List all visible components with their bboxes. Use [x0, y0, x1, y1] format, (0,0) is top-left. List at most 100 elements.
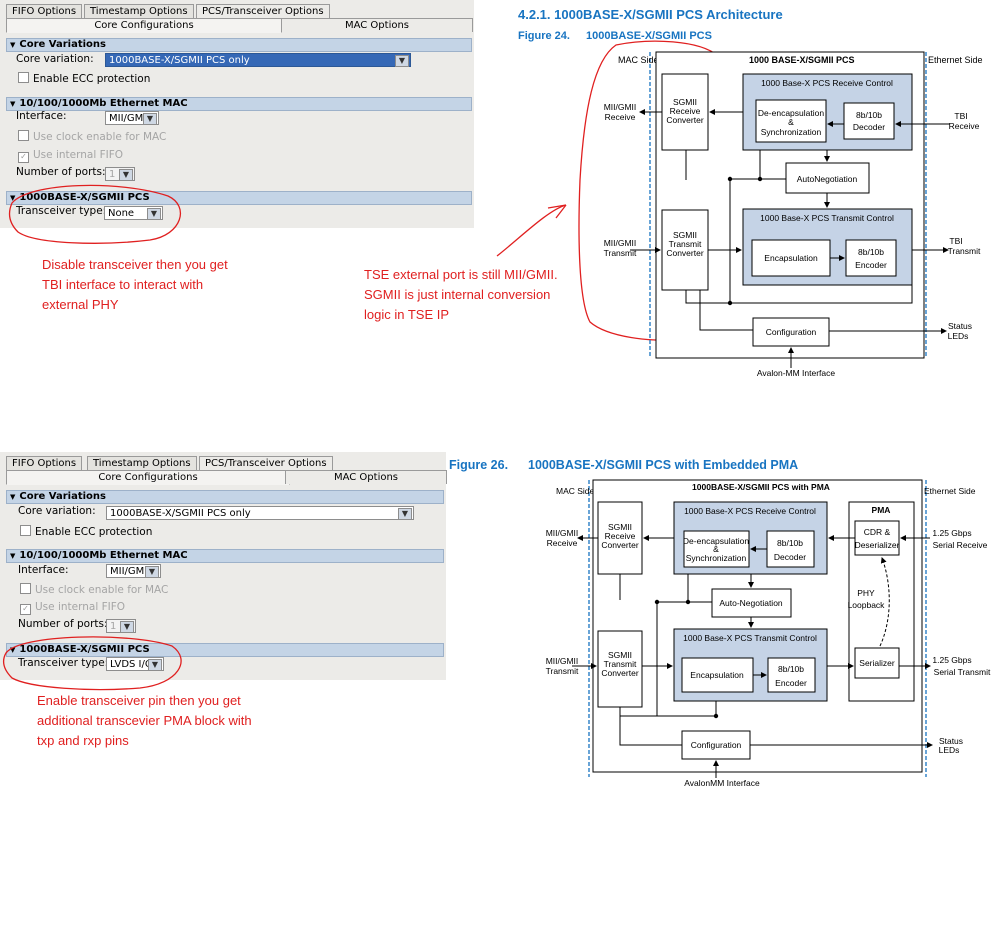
- decoder-line: 8b/10b: [777, 538, 803, 548]
- note-enable-transceiver: Enable transceiver pin then you get addi…: [37, 693, 252, 748]
- core-variation-label: Core variation:: [16, 53, 94, 65]
- chevron-down-icon[interactable]: ▼: [143, 113, 157, 125]
- tab-core-configurations[interactable]: Core Configurations: [6, 18, 282, 33]
- receive-control-title: 1000 Base-X PCS Receive Control: [684, 506, 816, 516]
- tbi-tx-line: Transmit: [948, 246, 981, 256]
- section-ethernet-mac[interactable]: ▼10/100/1000Mb Ethernet MAC: [6, 549, 444, 563]
- decap-line: De-encapsulation: [683, 536, 749, 546]
- interface-value: MII/GMII: [110, 566, 151, 577]
- encapsulation-box: [681, 657, 754, 693]
- chevron-down-icon[interactable]: ▼: [119, 169, 133, 181]
- sgmii-rx-line: Receive: [670, 106, 701, 116]
- interface-label: Interface:: [16, 110, 67, 122]
- internal-fifo-checkbox[interactable]: ✓: [20, 604, 31, 615]
- internal-fifo-checkbox[interactable]: ✓: [18, 152, 29, 163]
- sgmii-rx-line: SGMII: [673, 97, 697, 107]
- sgmii-rx-line: Receive: [605, 531, 636, 541]
- decap-line: De-encapsulation: [758, 108, 824, 118]
- core-variation-dropdown[interactable]: 1000BASE-X/SGMII PCS only ▼: [105, 53, 411, 67]
- interface-dropdown[interactable]: MII/GMII▼: [106, 564, 161, 578]
- encapsulation-label: Encapsulation: [764, 253, 818, 263]
- ecc-checkbox-row[interactable]: Enable ECC protection: [20, 525, 152, 538]
- section-heading: 4.2.1. 1000BASE-X/SGMII PCS Architecture: [518, 7, 783, 22]
- tbi-rx-line: TBI: [954, 111, 967, 121]
- loopback-arrow: [879, 557, 890, 647]
- tab-timestamp-options[interactable]: Timestamp Options: [84, 4, 194, 18]
- encoder-line: 8b/10b: [778, 664, 804, 674]
- tab-mac-options[interactable]: MAC Options: [281, 18, 473, 32]
- sgmii-tx-line: Converter: [666, 248, 703, 258]
- collapse-triangle-icon[interactable]: ▼: [10, 552, 16, 560]
- clock-enable-checkbox[interactable]: [18, 130, 29, 141]
- sgmii-receive-converter: [661, 73, 709, 151]
- mii-tx-line: MII/GMII: [546, 656, 579, 666]
- collapse-triangle-icon[interactable]: ▼: [10, 41, 16, 49]
- svg-text:De-encapsulation&Synchronizati: De-encapsulation&Synchronization: [758, 108, 824, 137]
- decoder-box: [766, 530, 815, 568]
- ethernet-side-label: Ethernet Side: [928, 55, 983, 65]
- tab-timestamp-options[interactable]: Timestamp Options: [87, 456, 197, 470]
- internal-fifo-label: Use internal FIFO: [33, 149, 124, 161]
- mac-side-label: MAC Side: [618, 55, 659, 65]
- cdr-line: Deserializer: [855, 540, 900, 550]
- ecc-checkbox[interactable]: [20, 525, 31, 536]
- ecc-checkbox-row[interactable]: Enable ECC protection: [18, 72, 150, 85]
- section-title: 10/100/1000Mb Ethernet MAC: [19, 550, 188, 561]
- tab-fifo-options[interactable]: FIFO Options: [6, 456, 83, 470]
- section-core-variations[interactable]: ▼Core Variations: [6, 38, 472, 52]
- internal-fifo-row[interactable]: ✓Use internal FIFO: [20, 601, 125, 615]
- ecc-checkbox[interactable]: [18, 72, 29, 83]
- chevron-down-icon[interactable]: ▼: [398, 508, 412, 520]
- sgmii-rx-line: Converter: [601, 540, 638, 550]
- tab-mac-options[interactable]: MAC Options: [285, 470, 447, 484]
- interface-dropdown[interactable]: MII/GMII▼: [105, 111, 159, 125]
- encapsulation-box: [751, 239, 831, 277]
- collapse-triangle-icon[interactable]: ▼: [10, 100, 16, 108]
- ports-dropdown[interactable]: 1▼: [105, 167, 135, 181]
- configuration-box: [681, 730, 751, 760]
- clock-enable-checkbox[interactable]: [20, 583, 31, 594]
- section-title: 10/100/1000Mb Ethernet MAC: [19, 98, 188, 109]
- clock-enable-row[interactable]: Use clock enable for MAC: [18, 130, 166, 143]
- tbi-tx-line: TBI: [949, 236, 962, 246]
- core-variation-value: 1000BASE-X/SGMII PCS only: [110, 508, 251, 519]
- ports-dropdown[interactable]: 1▼: [106, 619, 136, 633]
- sgmii-rx-line: SGMII: [608, 522, 632, 532]
- section-core-variations[interactable]: ▼Core Variations: [6, 490, 444, 504]
- chevron-down-icon[interactable]: ▼: [145, 566, 159, 578]
- tab-pcs-transceiver-options[interactable]: PCS/Transceiver Options: [199, 456, 333, 470]
- sgmii-tx-line: SGMII: [608, 650, 632, 660]
- decap-line: Synchronization: [686, 553, 747, 563]
- clock-enable-row[interactable]: Use clock enable for MAC: [20, 583, 168, 596]
- autonegotiation-box: [785, 162, 870, 194]
- pma-title: PMA: [872, 505, 891, 515]
- configuration-label: Configuration: [691, 740, 742, 750]
- tab-pcs-transceiver-options[interactable]: PCS/Transceiver Options: [196, 4, 330, 18]
- chevron-down-icon[interactable]: ▼: [120, 621, 134, 633]
- core-variation-value: 1000BASE-X/SGMII PCS only: [109, 55, 250, 66]
- collapse-triangle-icon[interactable]: ▼: [10, 493, 16, 501]
- core-variation-dropdown[interactable]: 1000BASE-X/SGMII PCS only ▼: [106, 506, 414, 520]
- cdr-deserializer-box: [854, 520, 900, 556]
- sgmii-tx-line: Converter: [601, 668, 638, 678]
- tab-fifo-options[interactable]: FIFO Options: [6, 4, 83, 18]
- ecc-label: Enable ECC protection: [35, 526, 153, 538]
- ports-label: Number of ports:: [16, 166, 106, 178]
- internal-fifo-row[interactable]: ✓ Use internal FIFO: [18, 149, 123, 163]
- mii-tx-line: Transmit: [604, 248, 637, 258]
- serial-tx-line: Serial Transmit: [934, 667, 991, 677]
- chevron-down-icon[interactable]: ▼: [395, 55, 409, 67]
- serial-tx-line: 1.25 Gbps: [932, 655, 971, 665]
- phy-loopback-line: Loopback: [848, 600, 886, 610]
- section-ethernet-mac[interactable]: ▼10/100/1000Mb Ethernet MAC: [6, 97, 472, 111]
- figure-24-title: 1000BASE-X/SGMII PCS: [586, 30, 712, 42]
